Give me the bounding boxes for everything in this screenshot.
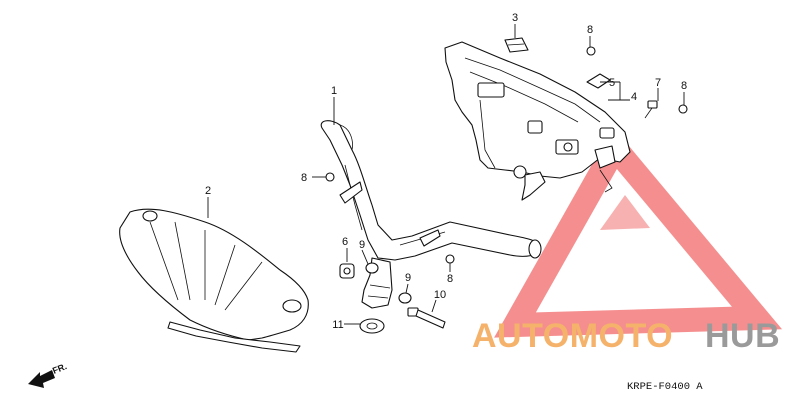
watermark-logo (494, 126, 783, 338)
front-direction-arrow: FR. (28, 361, 68, 388)
front-direction-label: FR. (51, 361, 68, 376)
callout-4: 4 (631, 91, 637, 103)
callout-7: 7 (655, 77, 661, 89)
screw-top (325, 46, 688, 264)
callout-10: 10 (434, 289, 446, 301)
washer-part (365, 262, 412, 304)
callout-6: 6 (342, 236, 348, 248)
callout-2: 2 (205, 185, 211, 197)
callout-labels: 1 2 3 8 5 4 7 8 8 6 9 8 9 10 11 (205, 12, 687, 331)
clip-part (504, 37, 529, 53)
callout-8a: 8 (587, 24, 593, 36)
callout-8d: 8 (447, 273, 453, 285)
callout-11: 11 (332, 319, 343, 331)
callout-9a: 9 (359, 239, 365, 251)
reference-code: KRPE-F0400 A (627, 381, 703, 393)
watermark-text-automoto: AUTOMOTO (472, 317, 673, 355)
rear-cover (444, 41, 631, 201)
collar-part (339, 263, 355, 279)
watermark-wordmark: AUTOMOTO HUB (472, 317, 780, 355)
watermark-text-hub: HUB (705, 317, 780, 355)
grommet-part (586, 73, 611, 89)
bolt-7 (644, 100, 658, 119)
callout-8b: 8 (681, 80, 687, 92)
watermark-triangle (494, 126, 783, 338)
callout-9b: 9 (405, 272, 411, 284)
nut-part (359, 318, 385, 334)
leader-lines (207, 24, 685, 325)
callout-1: 1 (331, 85, 337, 97)
flange-bolt (407, 307, 446, 329)
callout-3: 3 (512, 12, 518, 24)
callout-8c: 8 (301, 172, 307, 184)
front-cover (119, 208, 309, 353)
handlebar (320, 120, 542, 309)
callout-5: 5 (609, 77, 615, 89)
